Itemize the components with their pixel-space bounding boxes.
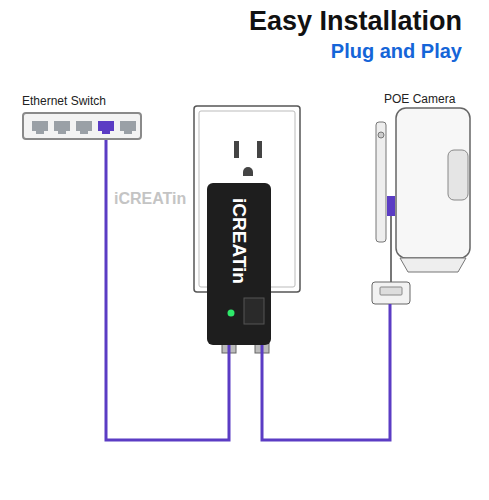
outlet-slot xyxy=(234,141,239,158)
page-title: Easy Installation xyxy=(249,6,462,37)
ethernet-cable xyxy=(262,304,390,440)
ethernet-switch: Ethernet Switch xyxy=(22,94,142,140)
outlet-ground xyxy=(243,167,253,176)
watermark: iCREATin xyxy=(114,190,186,208)
switch-body xyxy=(22,112,142,140)
junction-port xyxy=(380,287,402,295)
injector-window xyxy=(244,298,264,324)
subtitle: Plug and Play xyxy=(331,40,462,63)
brand-name: iCREATin xyxy=(228,198,250,284)
ethernet-port xyxy=(54,121,70,134)
camera-base xyxy=(400,258,466,272)
camera-lens xyxy=(448,150,468,200)
outlet-slot xyxy=(257,141,262,158)
ethernet-port xyxy=(32,121,48,134)
port-row xyxy=(24,114,140,138)
ethernet-port xyxy=(76,121,92,134)
poe-injector: iCREATin xyxy=(207,183,271,345)
camera-bracket xyxy=(376,122,386,242)
ethernet-port xyxy=(120,121,136,134)
camera-plug xyxy=(387,196,395,216)
cable-junction xyxy=(372,282,410,304)
bracket-knob xyxy=(378,132,384,138)
ethernet-port xyxy=(98,121,114,134)
camera-body xyxy=(396,108,470,258)
poe-camera: POE Camera xyxy=(378,92,472,304)
device-label: Ethernet Switch xyxy=(22,94,142,108)
device-label: POE Camera xyxy=(378,92,472,106)
text-holder: iCREATin xyxy=(207,191,271,291)
status-led xyxy=(228,310,235,317)
camera-cable xyxy=(390,214,392,282)
